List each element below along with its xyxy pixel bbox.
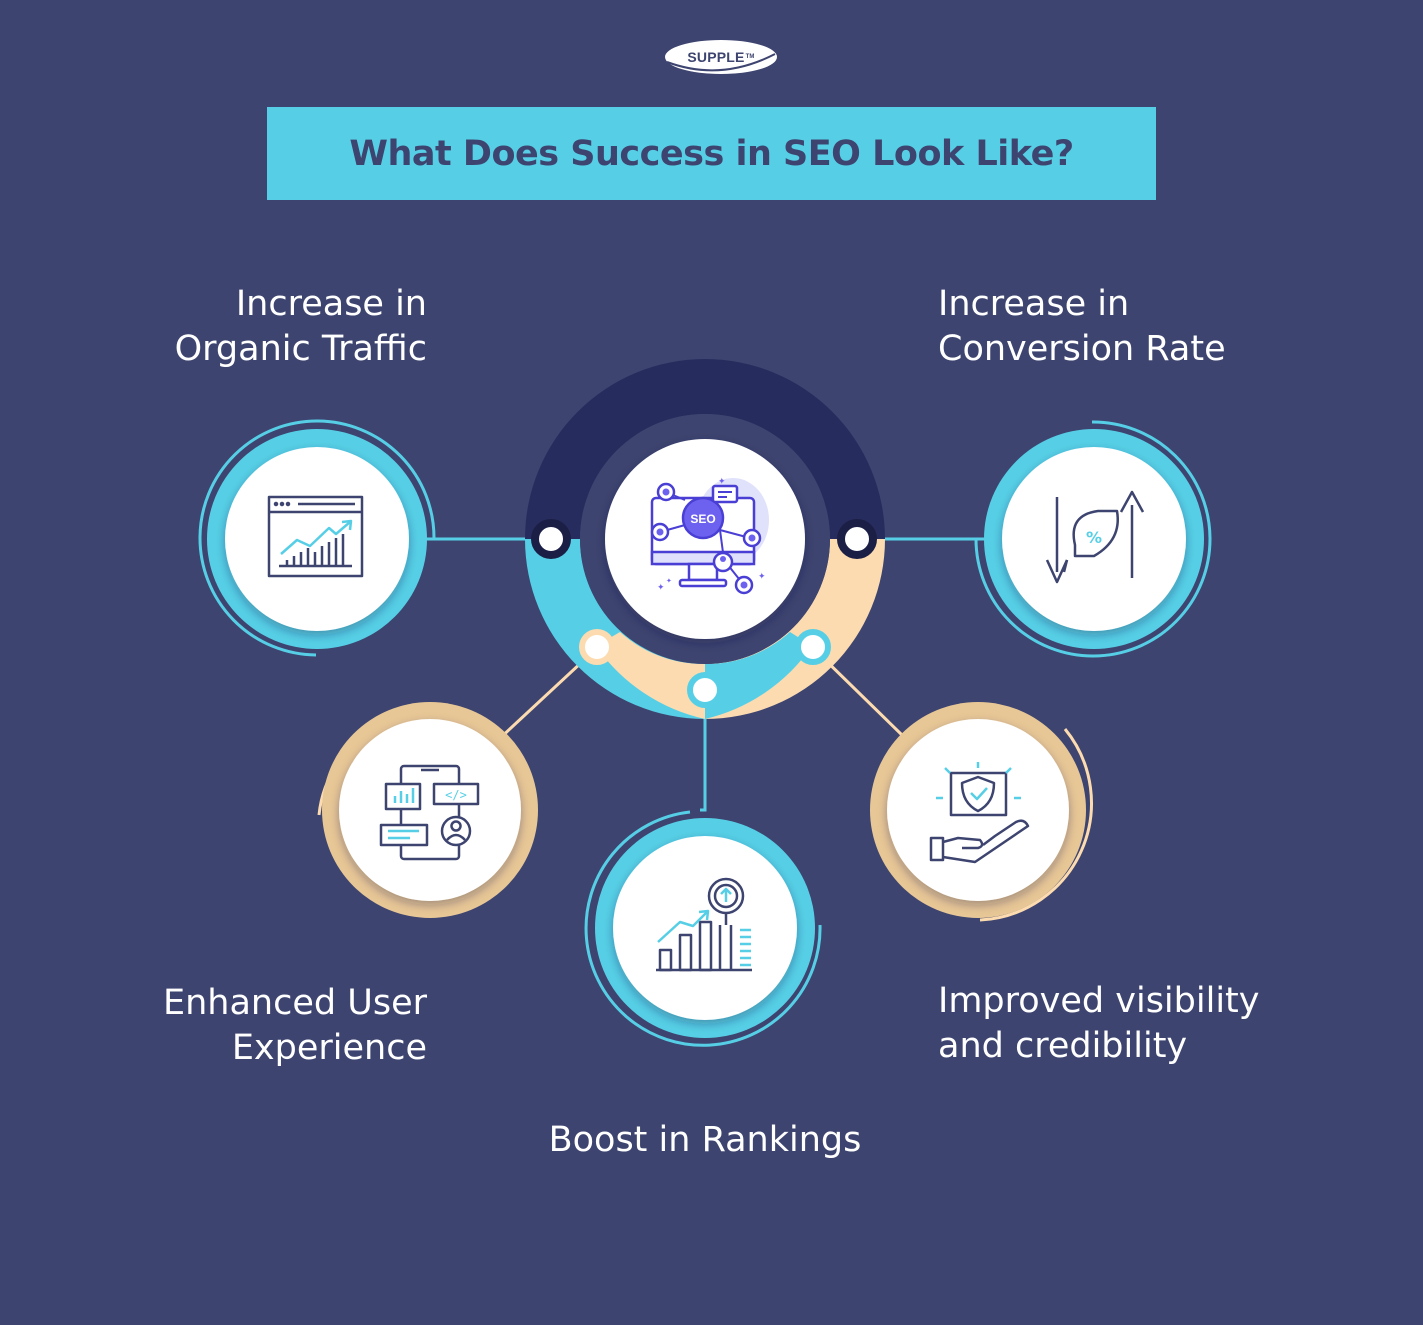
label-rankings: Boost in Rankings (455, 1118, 955, 1163)
percent-up-down-arrows-icon: % (1045, 490, 1145, 584)
label-visibility: Improved visibility and credibility (938, 979, 1259, 1069)
node-visibility (870, 702, 1093, 922)
page-title: What Does Success in SEO Look Like? (349, 133, 1074, 174)
hub-node-lower-left (579, 629, 615, 665)
label-organic-traffic: Increase in Organic Traffic (175, 282, 427, 372)
logo-swoosh-icon (665, 40, 777, 74)
label-conversion-rate: Increase in Conversion Rate (938, 282, 1226, 372)
svg-text:%: % (1086, 528, 1102, 547)
svg-text:✦: ✦ (718, 477, 726, 487)
node-user-experience: </> (317, 702, 538, 918)
seo-badge-text: SEO (690, 512, 715, 526)
svg-text:✦: ✦ (666, 577, 672, 585)
label-organic-traffic-line1: Increase in (235, 284, 427, 324)
label-rankings-line1: Boost in Rankings (548, 1120, 862, 1160)
node-conversion-rate: % (974, 420, 1212, 658)
label-user-experience-line2: Experience (231, 1028, 427, 1068)
title-banner: What Does Success in SEO Look Like? (267, 107, 1156, 200)
logo-trademark: TM (745, 54, 755, 60)
logo-text: SUPPLE (687, 49, 745, 65)
node-organic-traffic (198, 419, 436, 657)
svg-text:</>: </> (445, 788, 467, 802)
label-user-experience: Enhanced User Experience (163, 981, 427, 1071)
label-conversion-rate-line2: Conversion Rate (938, 329, 1226, 369)
label-conversion-rate-line1: Increase in (938, 284, 1130, 324)
label-visibility-line1: Improved visibility (938, 981, 1260, 1021)
label-visibility-line2: and credibility (938, 1026, 1188, 1066)
seo-monitor-network-icon: SEO ✦ ✦ ✦ ✦ (650, 477, 769, 595)
hub-node-left (531, 519, 571, 559)
hand-shield-icon (929, 762, 1030, 864)
label-organic-traffic-line2: Organic Traffic (174, 329, 427, 369)
bar-chart-magnifier-icon (656, 877, 752, 972)
svg-text:✦: ✦ (758, 572, 766, 582)
hub-node-right (837, 519, 877, 559)
label-user-experience-line1: Enhanced User (162, 983, 427, 1023)
hub-cyan-overlap (705, 632, 812, 719)
browser-growth-chart-icon (267, 495, 364, 578)
mobile-ui-components-icon: </> (379, 764, 480, 861)
hub-peach-overlap (596, 632, 705, 719)
node-rankings (584, 810, 822, 1047)
connector-rankings (700, 690, 707, 812)
hub-node-lower-right (795, 629, 831, 665)
svg-text:✦: ✦ (657, 583, 665, 593)
hub-node-bottom (687, 672, 723, 708)
hub-top-arc (525, 359, 885, 539)
